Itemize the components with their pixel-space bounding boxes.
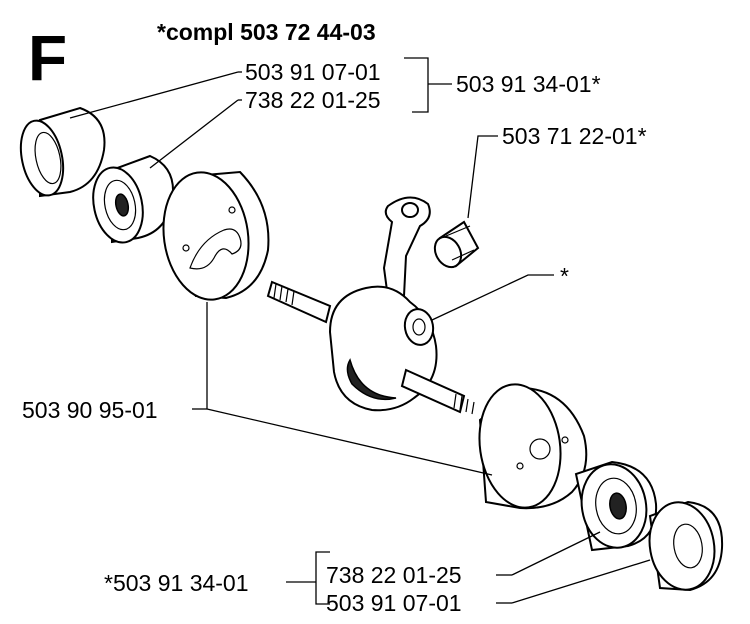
label-bearing-ring-bottom: 503 91 07-01 xyxy=(326,590,462,616)
needle-bearing xyxy=(433,220,480,269)
label-ball-bearing-bottom: 738 22 01-25 xyxy=(326,562,462,588)
label-ball-bearing-top: 738 22 01-25 xyxy=(245,87,381,113)
assembly-title: *compl 503 72 44-03 xyxy=(157,19,376,45)
flywheel-half-right xyxy=(478,383,588,510)
bearing-ring-top xyxy=(19,106,106,198)
label-needle-bearing: 503 71 22-01* xyxy=(502,123,647,149)
section-letter: F xyxy=(28,22,67,94)
label-bearing-kit-top: 503 91 34-01* xyxy=(456,71,601,97)
ball-bearing-bottom xyxy=(574,460,658,552)
flywheel-half-left xyxy=(162,170,270,301)
label-crankshaft: * xyxy=(560,263,569,289)
crankshaft xyxy=(266,196,475,415)
bearing-ring-bottom xyxy=(648,500,724,592)
ball-bearing-top xyxy=(92,154,174,244)
label-bearing-ring-top: 503 91 07-01 xyxy=(245,59,381,85)
label-bearing-kit-bottom: *503 91 34-01 xyxy=(104,570,249,596)
label-flywheel-halves: 503 90 95-01 xyxy=(22,397,158,423)
leader-lines xyxy=(69,57,651,605)
